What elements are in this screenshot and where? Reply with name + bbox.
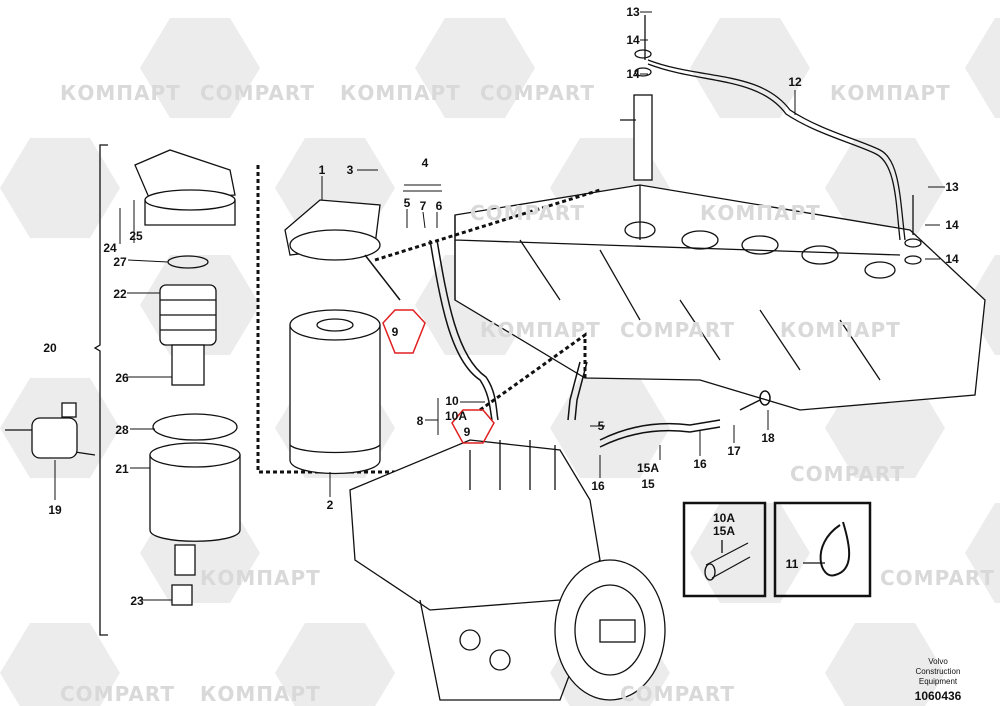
callout-19: 19 <box>48 503 62 517</box>
bracket-20 <box>93 144 108 636</box>
callout-9: 9 <box>463 425 471 439</box>
callout-2: 2 <box>326 498 334 512</box>
leader-lines <box>54 11 945 601</box>
callout-13: 13 <box>626 5 640 19</box>
watermark-text: КОМПАРТ <box>200 566 321 590</box>
watermark-text: КОМПАРТ <box>780 318 901 342</box>
callout-15a: 15A <box>636 461 660 475</box>
callout-16: 16 <box>693 457 707 471</box>
callout-12: 12 <box>788 75 802 89</box>
callout-26: 26 <box>115 371 129 385</box>
fuel-filter <box>284 199 381 475</box>
watermark-text: КОМПАРТ <box>340 81 461 105</box>
callout-14: 14 <box>626 33 640 47</box>
callout-5: 5 <box>403 196 411 210</box>
watermark-text: COMPART <box>470 201 586 225</box>
callout-15: 15 <box>641 477 655 491</box>
callout-28: 28 <box>115 423 129 437</box>
company-name-line2: Equipment <box>918 677 958 686</box>
watermark-text: COMPART <box>790 462 906 486</box>
watermark-text: КОМПАРТ <box>480 318 601 342</box>
callout-14: 14 <box>626 67 640 81</box>
callout-13: 13 <box>945 180 959 194</box>
callout-11: 11 <box>785 557 799 571</box>
watermark-text: COMPART <box>60 682 176 706</box>
callout-8: 8 <box>416 414 424 428</box>
callout-18: 18 <box>761 431 775 445</box>
inset-label-15a: 15A <box>712 524 736 538</box>
callout-27: 27 <box>113 255 127 269</box>
watermark-text: COMPART <box>620 682 736 706</box>
watermark-hexagon <box>690 503 810 603</box>
pressure-sensor <box>5 402 96 459</box>
callout-10: 10 <box>445 394 459 408</box>
highlight-hexagon <box>382 309 426 354</box>
inset-cable-tie-box <box>773 501 872 598</box>
callout-24: 24 <box>103 241 117 255</box>
callout-25: 25 <box>129 229 143 243</box>
callout-20: 20 <box>43 341 57 355</box>
callout-16: 16 <box>591 479 605 493</box>
inset-label-10a: 10A <box>712 511 736 525</box>
watermark-text: КОМПАРТ <box>60 81 181 105</box>
callout-7: 7 <box>419 199 427 213</box>
cylinder-head <box>454 184 986 411</box>
drawing-number: 1060436 <box>914 689 962 703</box>
watermark-text: КОМПАРТ <box>830 81 951 105</box>
watermark-text: COMPART <box>620 318 736 342</box>
callout-9: 9 <box>391 325 399 339</box>
watermark-text: КОМПАРТ <box>200 682 321 706</box>
watermark-text: COMPART <box>880 566 996 590</box>
callout-4: 4 <box>421 156 429 170</box>
footer-block: Volvo Construction Equipment 1060436 <box>907 657 969 703</box>
company-name-line1: Volvo Construction <box>915 657 961 676</box>
callout-14: 14 <box>945 218 959 232</box>
inset-hose-box <box>682 501 767 598</box>
watermark-text: COMPART <box>200 81 316 105</box>
injector-pipe <box>620 15 922 265</box>
callout-5: 5 <box>597 419 605 433</box>
highlight-markers <box>382 309 495 444</box>
callout-17: 17 <box>727 444 741 458</box>
callout-21: 21 <box>115 462 129 476</box>
highlight-hexagon <box>451 409 495 444</box>
group-dashed-lines <box>256 165 601 474</box>
injection-pump <box>349 439 666 701</box>
callout-3: 3 <box>346 163 354 177</box>
callout-6: 6 <box>435 199 443 213</box>
callout-1: 1 <box>318 163 326 177</box>
watermark-text: КОМПАРТ <box>700 201 821 225</box>
callout-10a: 10A <box>444 409 468 423</box>
watermark-text: COMPART <box>480 81 596 105</box>
callout-23: 23 <box>130 594 144 608</box>
fuel-hoses <box>364 239 771 448</box>
callout-22: 22 <box>113 287 127 301</box>
water-separator-assembly <box>134 149 241 606</box>
callout-14: 14 <box>945 252 959 266</box>
